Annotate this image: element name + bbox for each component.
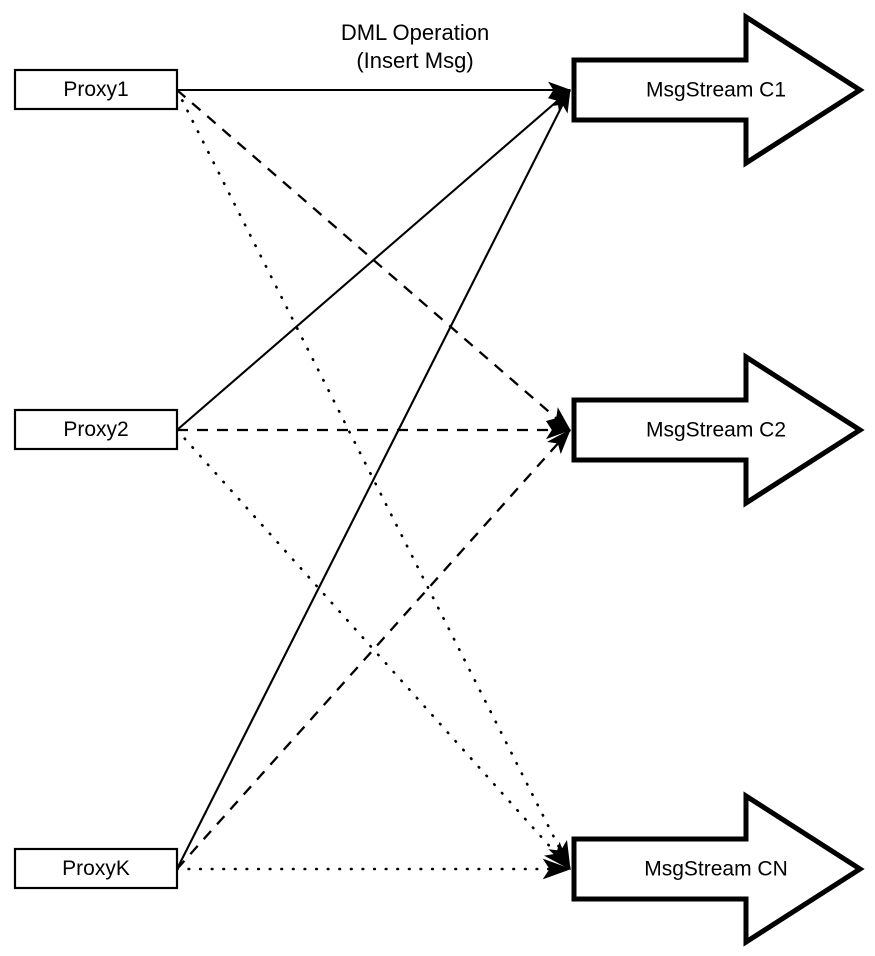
msgstream-label: MsgStream CN [644,858,788,881]
proxy-node-proxy2[interactable]: Proxy2 [13,408,179,451]
caption-insert-msg: (Insert Msg) [356,48,473,73]
proxy-label: ProxyK [62,857,130,880]
proxy-box-rect[interactable] [13,847,179,890]
proxy-label: Proxy1 [63,78,128,101]
proxy-label: Proxy2 [63,418,128,441]
proxy-node-proxy1[interactable]: Proxy1 [13,68,179,111]
msgstream-node-c2[interactable]: MsgStream C2 [571,352,865,508]
msgstream-label: MsgStream C2 [646,419,786,442]
msgstream-block-arrow-shape[interactable] [571,791,865,947]
connection-line-dashed[interactable] [176,429,571,870]
connection-pk-c1[interactable] [176,89,571,870]
proxy-node-proxyk[interactable]: ProxyK [13,847,179,890]
msgstream-node-c1[interactable]: MsgStream C1 [571,12,865,168]
connection-p2-c1[interactable] [176,89,571,431]
msgstream-label: MsgStream C1 [646,79,786,102]
caption-dml-operation: DML Operation [341,20,489,45]
connection-line-solid[interactable] [176,89,571,431]
connection-line-dashed[interactable] [176,89,571,431]
stream-nodes-layer: MsgStream C1 MsgStream C2 MsgStream CN [571,12,865,947]
proxy-box-rect[interactable] [13,408,179,451]
proxy-box-rect[interactable] [13,68,179,111]
connections-layer [175,81,572,880]
msgstream-node-cn[interactable]: MsgStream CN [571,791,865,947]
connection-p1-c2[interactable] [176,89,571,431]
connection-pk-c2[interactable] [176,429,571,870]
msgstream-block-arrow-shape[interactable] [571,352,865,508]
connection-line-solid[interactable] [176,89,571,870]
edge-caption-group: DML Operation (Insert Msg) [341,20,489,73]
msgstream-block-arrow-shape[interactable] [571,12,865,168]
